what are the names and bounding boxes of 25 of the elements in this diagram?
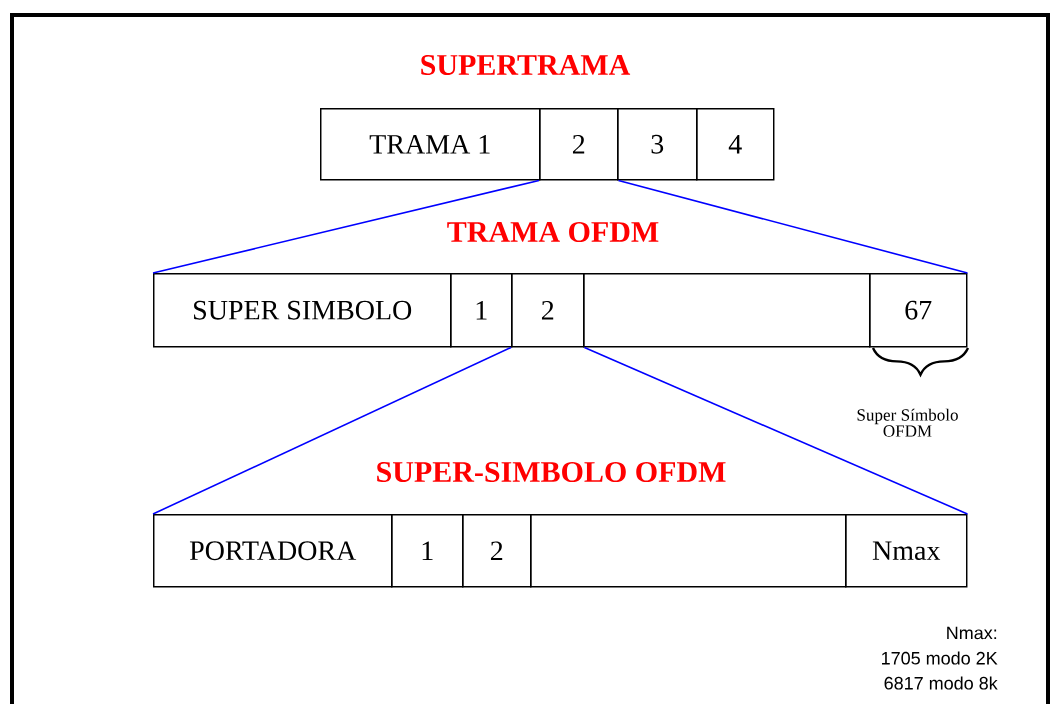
annotation-text: Super Símbolo OFDM xyxy=(857,408,958,437)
section-heading: TRAMA OFDM xyxy=(447,221,659,243)
connector-line xyxy=(152,179,540,274)
section-heading: SUPERTRAMA xyxy=(421,54,631,76)
empty-cell xyxy=(583,273,871,348)
frame-cell: 3 xyxy=(617,108,698,181)
frame-cell: 1 xyxy=(450,273,513,348)
frame-cell: 2 xyxy=(511,273,585,348)
note-text: 6817 modo 8k xyxy=(884,676,998,690)
frame-cell: 2 xyxy=(462,514,532,588)
frame-cell: 2 xyxy=(539,108,619,181)
frame-cell: 4 xyxy=(696,108,775,181)
note-text: Nmax: xyxy=(947,626,997,640)
frame-cell: 1 xyxy=(391,514,464,588)
section-heading: SUPER-SIMBOLO OFDM xyxy=(377,461,726,483)
frame-cell: PORTADORA xyxy=(153,514,393,588)
empty-cell xyxy=(530,514,847,588)
connector-line xyxy=(617,179,969,274)
note-text: 1705 modo 2K xyxy=(882,651,998,665)
frame-cell: SUPER SIMBOLO xyxy=(153,273,452,348)
frame-cell: Nmax xyxy=(845,514,968,588)
connector-line xyxy=(152,346,512,515)
frame-cell: TRAMA 1 xyxy=(320,108,541,181)
connector-line xyxy=(583,346,969,515)
frame-cell: 67 xyxy=(869,273,968,348)
